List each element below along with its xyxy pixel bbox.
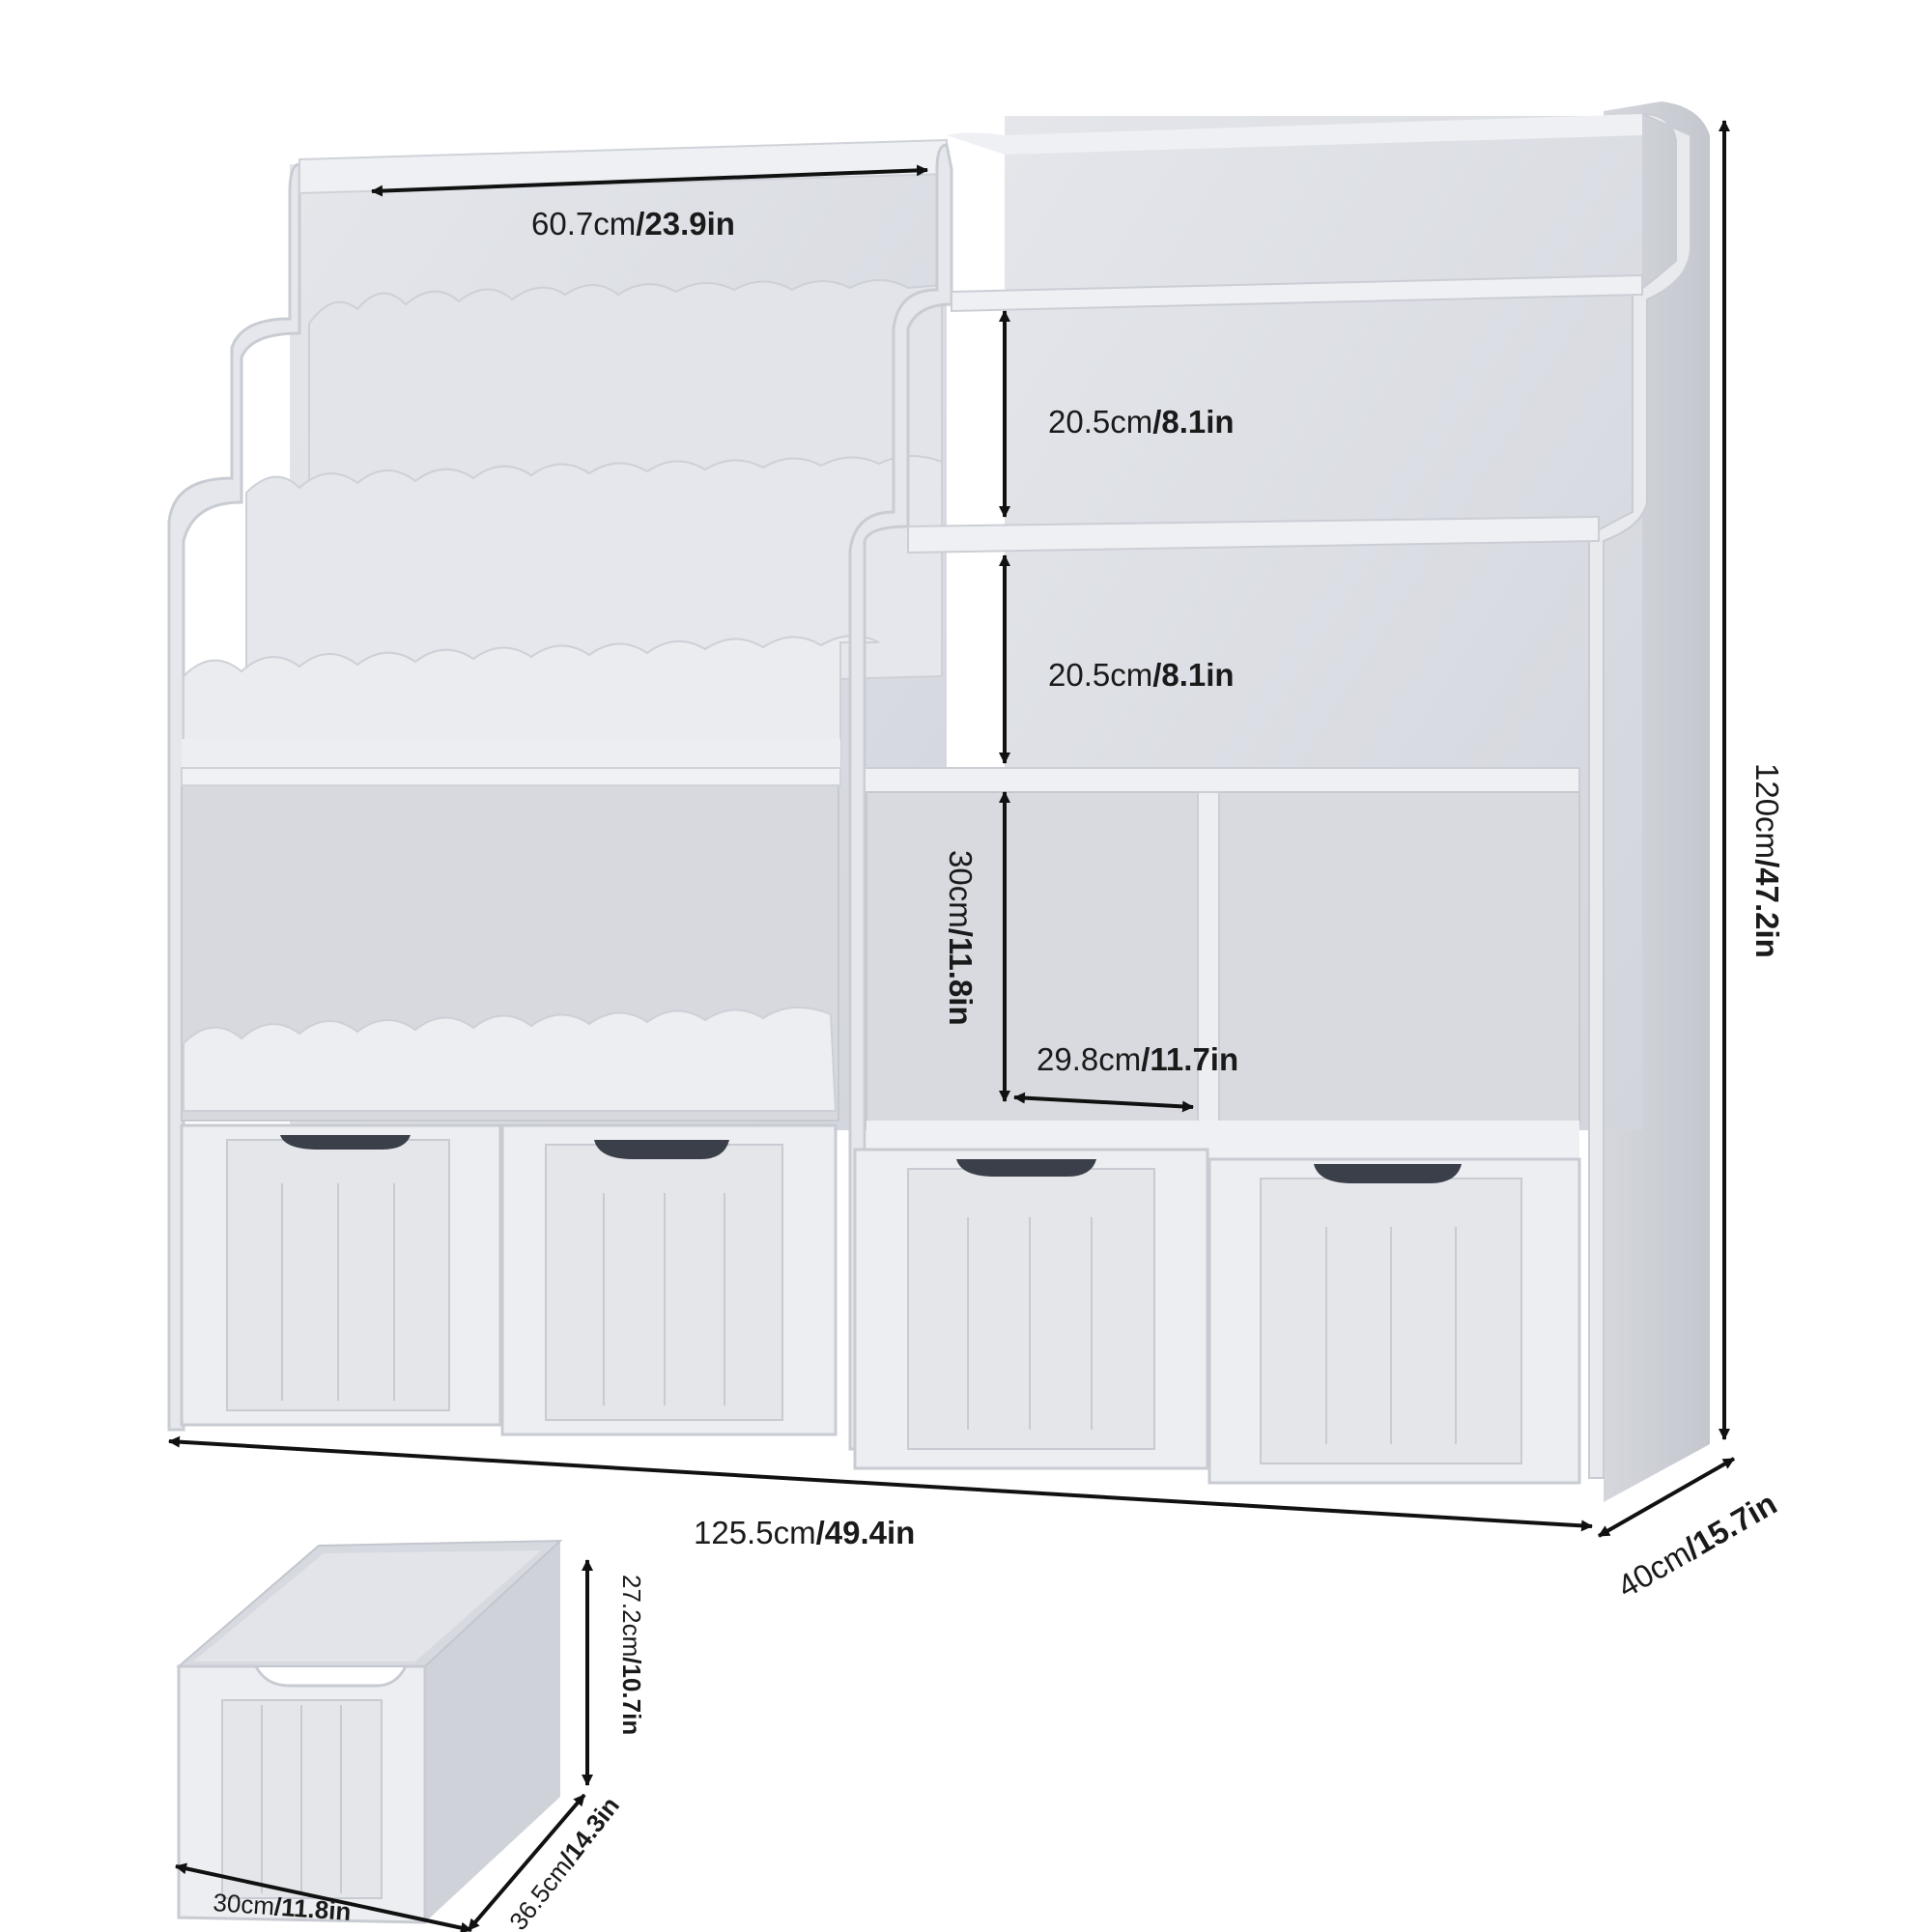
bin-front-1[interactable] (180, 1123, 502, 1427)
right-shelf-middle (907, 515, 1600, 554)
storage-bin (176, 1539, 563, 1924)
label-cube-width: 29.8cm/11.7in (1037, 1041, 1238, 1077)
bin-inner (193, 1550, 541, 1662)
arrow-bin-width (175, 1862, 472, 1932)
label-bin-height: 27.2cm/10.7in (617, 1575, 646, 1735)
label-top-width: 60.7cm/23.9in (531, 206, 735, 242)
cube-vertical-divider (1197, 791, 1220, 1131)
label-total-height: 120cm/47.2in (1749, 763, 1785, 958)
dimension-arrows (168, 120, 1735, 1932)
bin-front-3[interactable] (853, 1148, 1209, 1470)
right-cube-left (866, 791, 1204, 1126)
bin-front (177, 1664, 427, 1924)
right-shelf-lower (864, 767, 1580, 793)
bin-front-2[interactable] (500, 1123, 838, 1436)
label-bin-width: 30cm/11.8in (213, 1888, 353, 1926)
right-section-top-board (947, 114, 1642, 155)
label-total-width: 125.5cm/49.4in (694, 1515, 915, 1550)
label-shelf-middle: 20.5cm/8.1in (1048, 657, 1235, 693)
lower-shelf-front-board (182, 739, 840, 768)
bookcase (167, 101, 1710, 1502)
bin-front-4[interactable] (1208, 1157, 1581, 1485)
right-shelf-top (951, 273, 1643, 313)
arrow-bin-depth (467, 1793, 586, 1932)
arrow-cube-width (1013, 1092, 1194, 1113)
label-total-depth: 40cm/15.7in (1611, 1485, 1782, 1605)
label-shelf-upper: 20.5cm/8.1in (1048, 404, 1235, 440)
arrow-total-depth (1598, 1457, 1735, 1538)
wavy-shelf-lower (183, 635, 880, 769)
arrow-top-width (371, 164, 928, 197)
right-cube-right (1214, 791, 1580, 1126)
wavy-shelf-bottom (183, 1006, 838, 1112)
wavy-shelf-middle (245, 454, 943, 697)
label-cube-height: 30cm/11.8in (943, 850, 979, 1026)
arrow-total-width (168, 1435, 1593, 1532)
left-compartment-shelf-line (181, 767, 841, 786)
